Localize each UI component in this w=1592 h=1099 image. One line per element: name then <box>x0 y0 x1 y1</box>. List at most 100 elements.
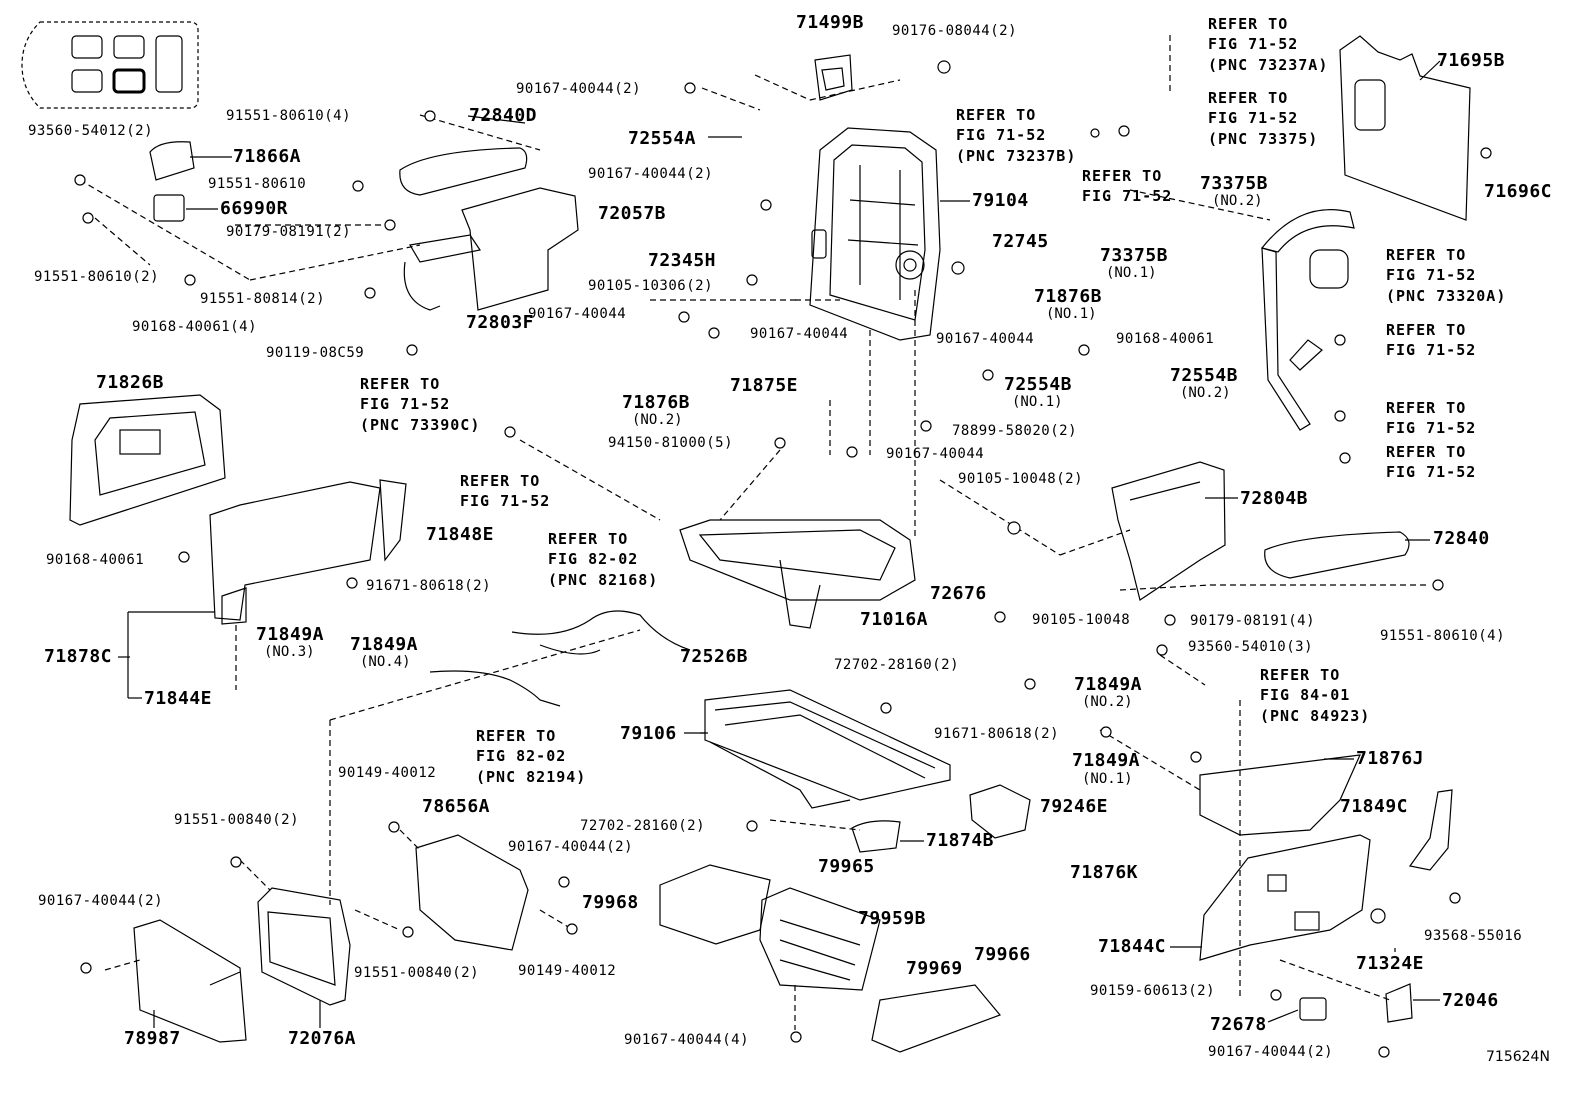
part-label-91551-80814: 91551-80814(2) <box>200 291 326 307</box>
part-label-72804B: 72804B <box>1240 488 1309 509</box>
part-label-79968: 79968 <box>582 892 639 913</box>
part-label-90159-60613: 90159-60613(2) <box>1090 983 1216 999</box>
part-label-91551-00840-b: 91551-00840(2) <box>354 965 480 981</box>
cover-78656A <box>415 834 529 951</box>
frame-72076A <box>257 887 351 1006</box>
part-label-71849A-no4: 71849A <box>350 634 419 655</box>
part-label-72745: 72745 <box>992 231 1049 252</box>
part-label-79246E: 79246E <box>1040 796 1109 817</box>
part-label-71876B-no1-sub: (NO.1) <box>1046 306 1097 322</box>
part-label-90167-40044-e: 90167-40044 <box>936 331 1035 347</box>
part-label-ref-fig-71-52-a: REFER TO FIG 71-52 <box>1082 167 1173 206</box>
armrest-72840D <box>399 147 528 196</box>
seat-belt-assembly <box>1260 209 1355 431</box>
switch-66990R <box>153 194 185 222</box>
part-label-79959B: 79959B <box>858 908 927 929</box>
part-label-71878C: 71878C <box>44 646 113 667</box>
part-label-71695B: 71695B <box>1437 50 1506 71</box>
part-label-93560-54010: 93560-54010(3) <box>1188 639 1314 655</box>
part-label-72057B: 72057B <box>598 203 667 224</box>
part-label-90167-40044-c: 90167-40044 <box>528 306 627 322</box>
part-label-91551-80610: 91551-80610 <box>208 176 307 192</box>
cover-79969 <box>871 984 1002 1053</box>
part-label-78656A: 78656A <box>422 796 491 817</box>
part-label-91551-80610-2: 91551-80610(2) <box>34 269 160 285</box>
part-label-72554B-no1: 72554B <box>1004 374 1073 395</box>
part-label-90105-10048: 90105-10048 <box>1032 612 1131 628</box>
part-label-71849C: 71849C <box>1340 796 1409 817</box>
part-label-71844E: 71844E <box>144 688 213 709</box>
part-label-73375B-no1: (NO.1) <box>1106 265 1157 281</box>
diagram-code: 715624N <box>1486 1049 1550 1065</box>
part-label-90149-40012-a: 90149-40012 <box>338 765 437 781</box>
part-label-72554A: 72554A <box>628 128 697 149</box>
part-label-90176-08044: 90176-08044(2) <box>892 23 1018 39</box>
part-label-71849A-no2-sub: (NO.2) <box>1082 694 1133 710</box>
part-label-79104: 79104 <box>972 190 1029 211</box>
part-label-72702-28160-b: 72702-28160(2) <box>580 818 706 834</box>
part-label-91551-80610-4a: 91551-80610(4) <box>226 108 352 124</box>
leader-lines <box>79 35 1430 1030</box>
part-label-79106: 79106 <box>620 723 677 744</box>
part-label-71848E: 71848E <box>426 524 495 545</box>
part-label-71876B-no2-sub: (NO.2) <box>632 412 683 428</box>
part-label-72678: 72678 <box>1210 1014 1267 1035</box>
part-label-ref-82168: REFER TO FIG 82-02 (PNC 82168) <box>548 530 659 589</box>
part-label-72046: 72046 <box>1442 990 1499 1011</box>
part-label-ref-fig-71-52-d: REFER TO FIG 71-52 <box>1386 443 1477 482</box>
cover-71849C <box>1408 789 1453 871</box>
side-cover-71878C <box>209 479 407 625</box>
part-label-79965: 79965 <box>818 856 875 877</box>
part-label-90167-40044-i: 90167-40044(4) <box>624 1032 750 1048</box>
part-label-71849A-no2: 71849A <box>1074 674 1143 695</box>
part-label-72526B: 72526B <box>680 646 749 667</box>
part-label-90119-08C59: 90119-08C59 <box>266 345 365 361</box>
cover-79959B <box>759 887 881 991</box>
seat-side-trim-71826B <box>69 394 226 526</box>
label-leaders <box>118 60 1441 1028</box>
part-label-78899-58020: 78899-58020(2) <box>952 423 1078 439</box>
part-label-71849A-no3: 71849A <box>256 624 325 645</box>
part-label-90179-08191-4: 90179-08191(4) <box>1190 613 1316 629</box>
part-label-71826B: 71826B <box>96 372 165 393</box>
part-label-73375B: 73375B <box>1200 173 1269 194</box>
part-label-90105-10048-2: 90105-10048(2) <box>958 471 1084 487</box>
part-label-90168-40061-b: 90168-40061 <box>46 552 145 568</box>
part-label-71875E: 71875E <box>730 375 799 396</box>
part-label-71499B: 71499B <box>796 12 865 33</box>
part-label-ref-82194: REFER TO FIG 82-02 (PNC 82194) <box>476 727 587 786</box>
part-label-71696C: 71696C <box>1484 181 1553 202</box>
part-label-90168-40061-a: 90168-40061 <box>1116 331 1215 347</box>
part-label-ref-fig-71-52-b: REFER TO FIG 71-52 <box>1386 321 1477 360</box>
part-label-93568-55016: 93568-55016 <box>1424 928 1523 944</box>
seatback-frame <box>809 127 941 341</box>
part-label-90167-40044-a: 90167-40044(2) <box>516 81 642 97</box>
part-label-71016A: 71016A <box>860 609 929 630</box>
part-label-72554B-no1-sub: (NO.1) <box>1012 394 1063 410</box>
part-label-71324E: 71324E <box>1356 953 1425 974</box>
part-label-79969: 79969 <box>906 958 963 979</box>
part-label-72803F: 72803F <box>466 312 535 333</box>
cover-71866A <box>149 141 195 181</box>
part-label-94150-81000: 94150-81000(5) <box>608 435 734 451</box>
part-label-66990R: 66990R <box>220 198 289 219</box>
part-label-71844C: 71844C <box>1098 936 1167 957</box>
part-label-ref-73320A: REFER TO FIG 71-52 (PNC 73320A) <box>1386 246 1507 305</box>
cover-71874B <box>851 820 901 853</box>
vehicle-key-inset <box>21 21 199 109</box>
part-label-72554B-no2: 72554B <box>1170 365 1239 386</box>
seat-cushion-frame <box>679 519 916 629</box>
part-label-ref-fig-71-52-e: REFER TO FIG 71-52 <box>460 472 551 511</box>
part-label-71866A: 71866A <box>233 146 302 167</box>
part-label-91671-80618-a: 91671-80618(2) <box>366 578 492 594</box>
fastener-icons <box>74 60 1492 1058</box>
cover-79246E <box>969 784 1031 839</box>
part-label-72702-28160-a: 72702-28160(2) <box>834 657 960 673</box>
part-label-71849A-no4-sub: (NO.4) <box>360 654 411 670</box>
part-label-90167-40044-g: 90167-40044(2) <box>508 839 634 855</box>
part-label-72554B-no2-sub: (NO.2) <box>1180 385 1231 401</box>
part-label-90167-40044-h: 90167-40044(2) <box>38 893 164 909</box>
armrest-frame-72803F <box>403 187 579 311</box>
